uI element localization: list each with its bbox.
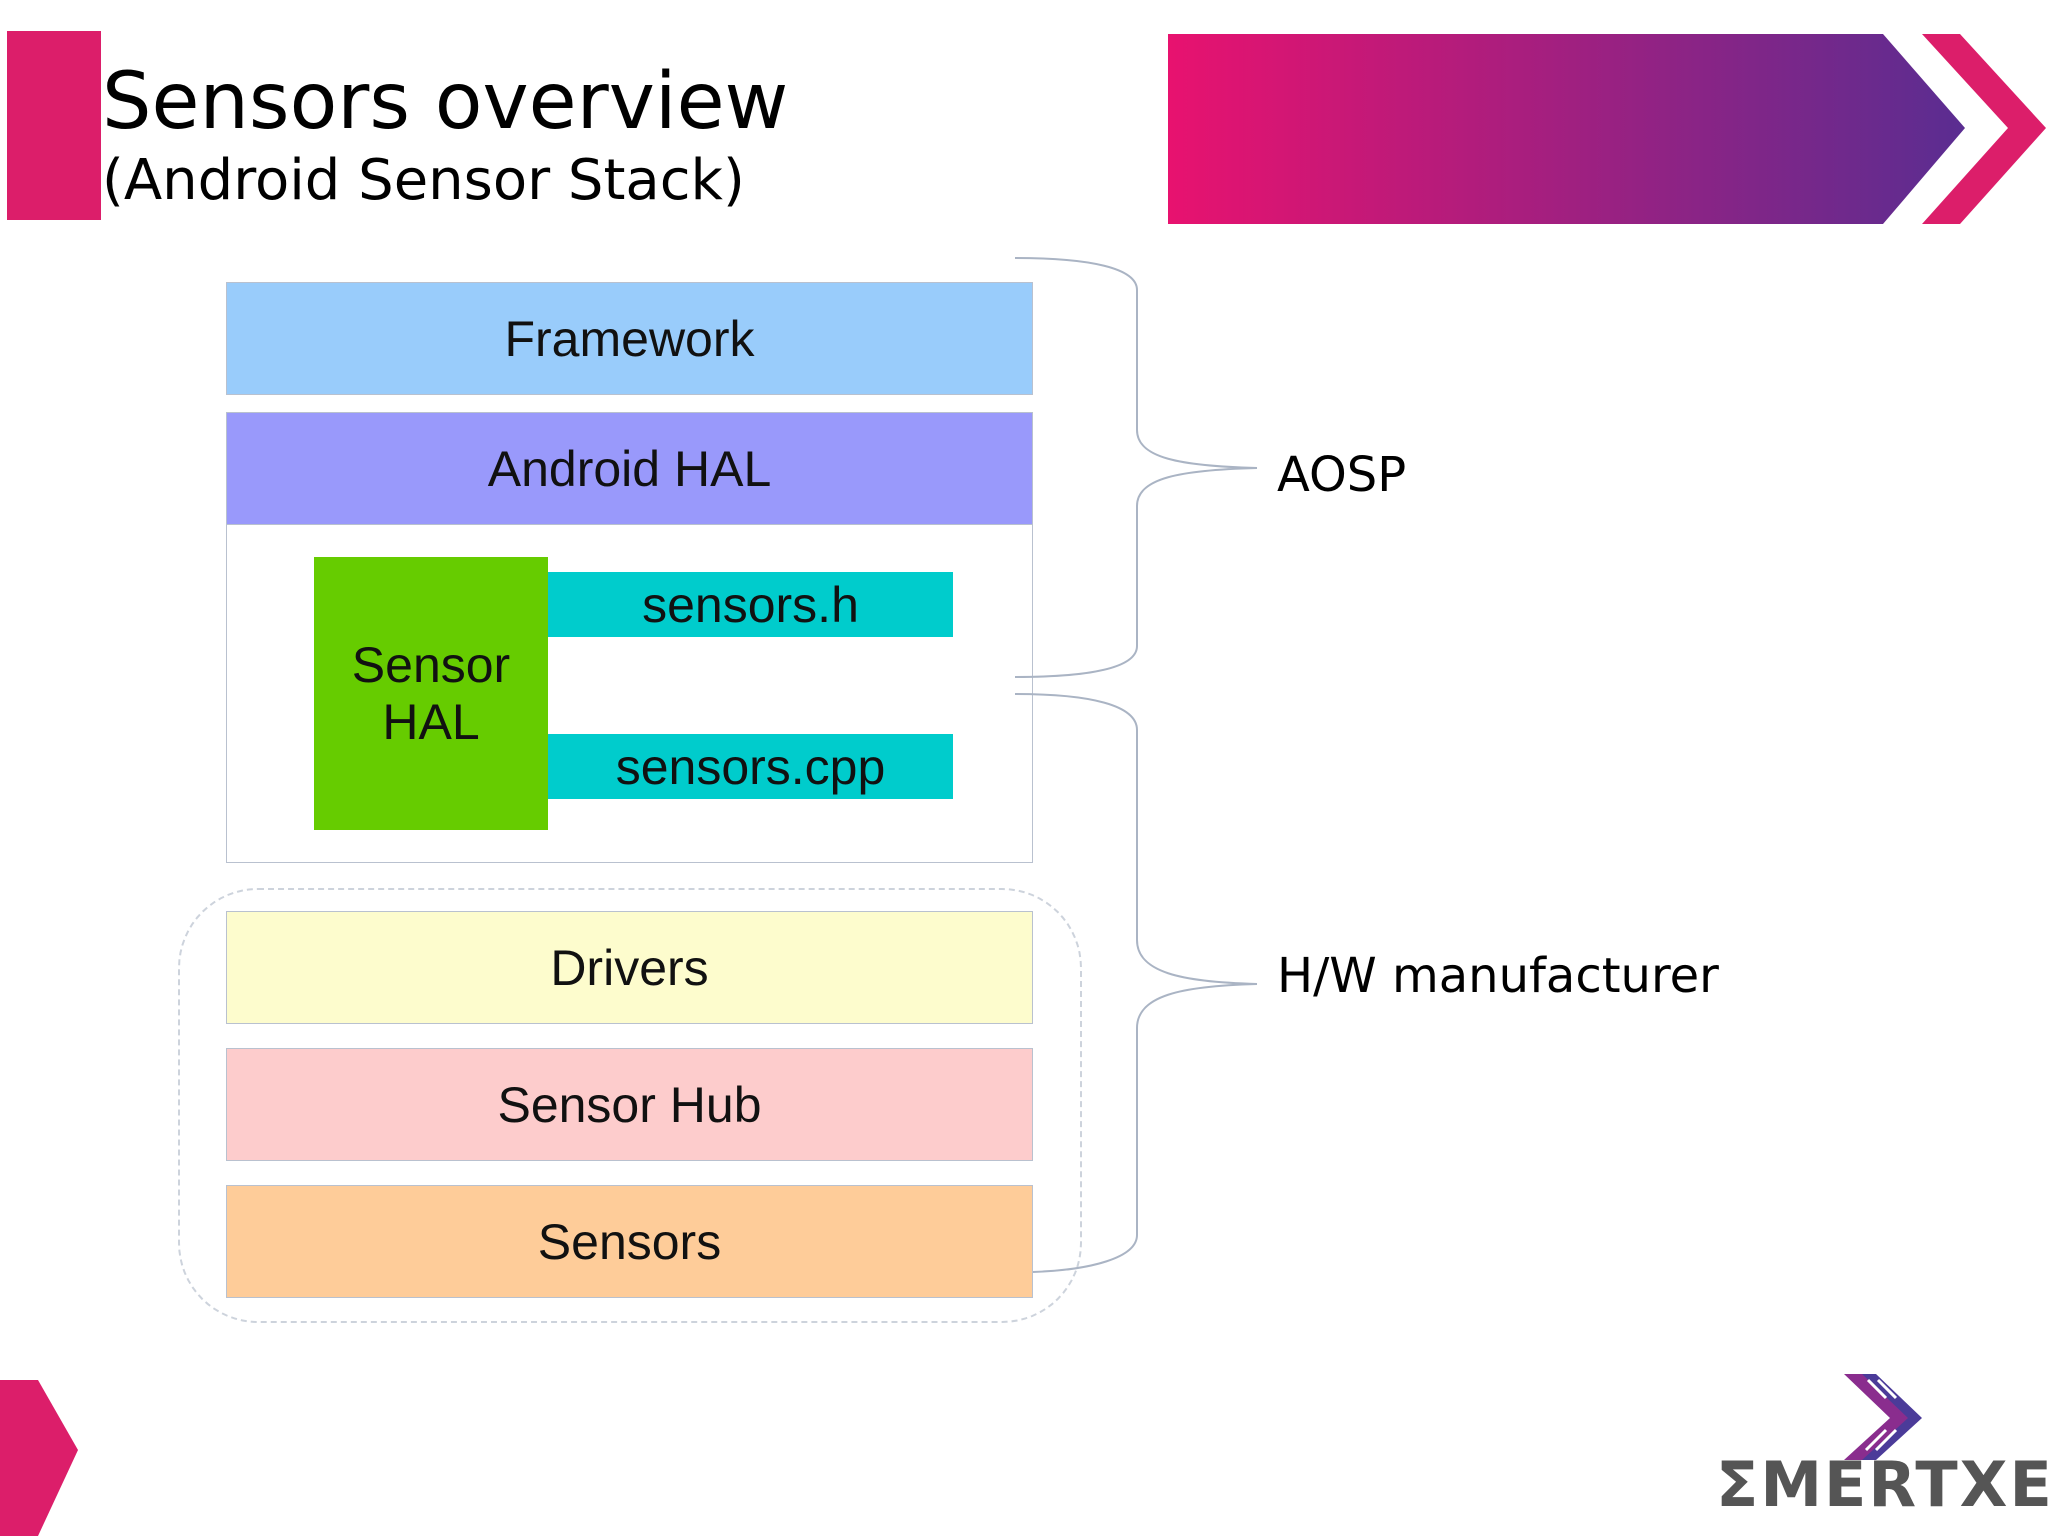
layer-framework: Framework <box>226 282 1033 395</box>
layer-framework-label: Framework <box>504 310 755 367</box>
aosp-label: AOSP <box>1277 447 1407 503</box>
layer-drivers-label: Drivers <box>550 939 709 996</box>
sensor-hal-box: Sensor HAL <box>314 557 548 830</box>
file-sensors-h: sensors.h <box>548 572 953 637</box>
title-accent-bar <box>7 31 101 220</box>
hw-manufacturer-label: H/W manufacturer <box>1277 948 1719 1004</box>
layer-sensors-label: Sensors <box>537 1213 722 1270</box>
file-sensors-cpp-label: sensors.cpp <box>615 738 886 795</box>
layer-drivers: Drivers <box>226 911 1033 1024</box>
file-sensors-cpp: sensors.cpp <box>548 734 953 799</box>
page-subtitle: (Android Sensor Stack) <box>102 148 745 213</box>
page-title: Sensors overview <box>102 57 789 147</box>
chevron-right-tab-icon <box>0 1380 78 1536</box>
file-sensors-h-label: sensors.h <box>642 576 859 633</box>
layer-sensor-hub: Sensor Hub <box>226 1048 1033 1161</box>
layer-android-hal: Android HAL <box>226 412 1033 525</box>
emertxe-logo-icon <box>1844 1374 1922 1460</box>
layer-android-hal-label: Android HAL <box>487 440 772 497</box>
sensor-hal-label: Sensor HAL <box>351 636 511 750</box>
layer-sensors: Sensors <box>226 1185 1033 1298</box>
emertxe-logo-text: ΣMERTXE <box>1716 1448 2048 1521</box>
layer-sensor-hub-label: Sensor Hub <box>497 1076 762 1133</box>
aosp-brace <box>1014 257 1258 678</box>
